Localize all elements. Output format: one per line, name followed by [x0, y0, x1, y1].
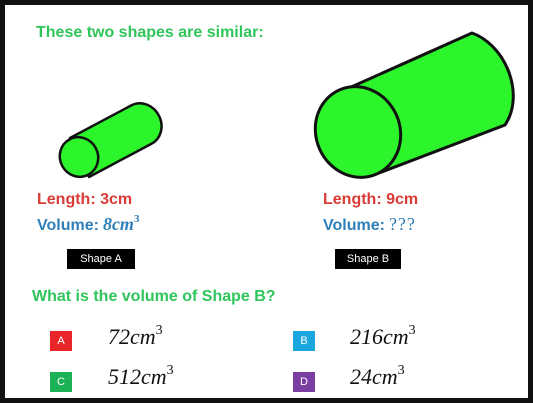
option-d-answer[interactable]: 24cm3: [350, 362, 405, 389]
cylinder-a: [58, 102, 163, 179]
shape-b-volume-value: ???: [388, 214, 416, 234]
shape-b-volume-label: Volume:: [323, 217, 385, 234]
shape-a-volume-label: Volume:: [37, 217, 99, 234]
shape-a-volume-value: 8cm3: [102, 213, 140, 234]
slide-title: These two shapes are similar:: [36, 24, 264, 41]
shape-b-volume: Volume: ???: [323, 214, 416, 235]
shape-a-volume: Volume: 8cm3: [37, 213, 140, 235]
option-c-answer[interactable]: 512cm3: [108, 362, 174, 389]
cylinder-b: [313, 31, 515, 179]
shape-a-label: Shape A: [67, 249, 135, 269]
shape-b-label: Shape B: [335, 249, 401, 269]
option-b-answer[interactable]: 216cm3: [350, 322, 416, 349]
option-d-badge[interactable]: D: [293, 372, 315, 392]
option-b-badge[interactable]: B: [293, 331, 315, 351]
option-a-answer[interactable]: 72cm3: [108, 322, 163, 349]
question-text: What is the volume of Shape B?: [32, 288, 276, 305]
option-a-badge[interactable]: A: [50, 331, 72, 351]
shape-b-length: Length: 9cm: [323, 191, 419, 208]
option-c-badge[interactable]: C: [50, 372, 72, 392]
shape-a-length: Length: 3cm: [37, 191, 133, 208]
